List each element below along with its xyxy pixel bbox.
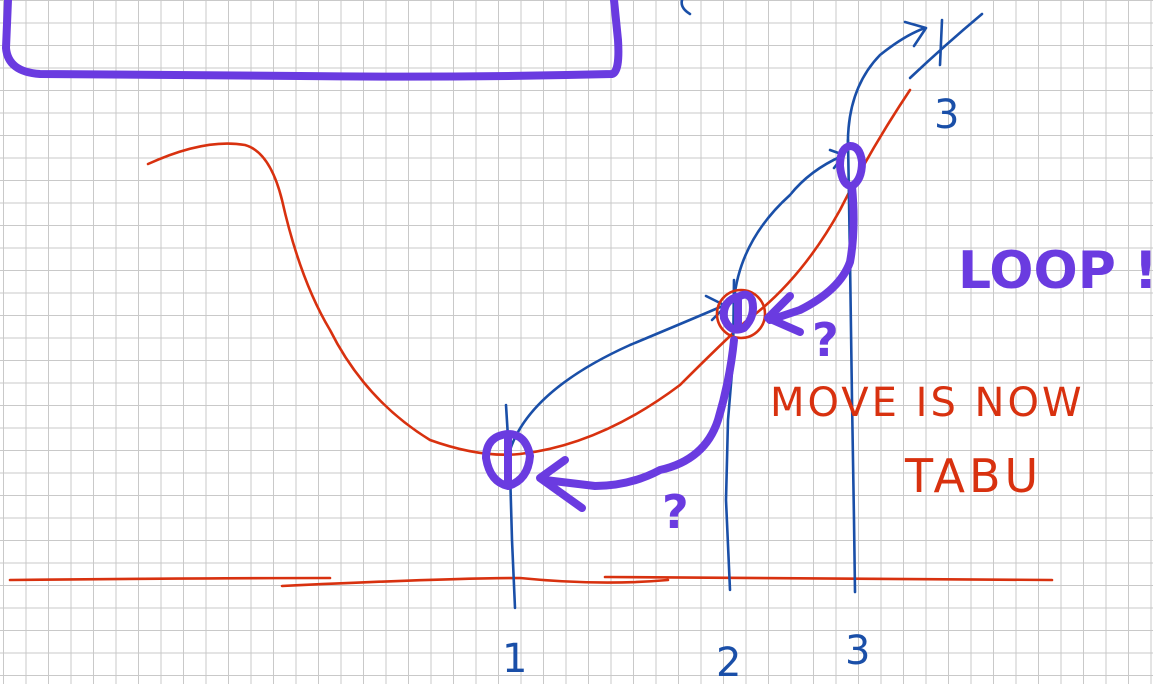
vertical-line-2 (724, 278, 736, 592)
blue-top-fragment (680, 0, 692, 16)
move-arc-3-out (846, 26, 927, 152)
loop-label: LOOP ! (958, 241, 1153, 301)
point-1-marker (482, 430, 534, 490)
backtrack-arrow-3-to-2 (766, 182, 858, 324)
move-arc-1-to-2 (508, 303, 727, 452)
axis-label-1: 1 (502, 636, 527, 682)
tabu-point-circle (715, 288, 767, 340)
move-tabu-line1: MOVE IS NOW (770, 380, 1085, 426)
axis-label-2: 2 (716, 640, 741, 684)
cost-function-curve (146, 88, 912, 457)
top-label-3: 3 (934, 92, 959, 138)
blocked-move-cross (908, 12, 984, 80)
purple-box-outline (2, 0, 623, 81)
point-3-marker (836, 142, 866, 190)
axis-label-3: 3 (845, 628, 870, 674)
backtrack-arrow-2-to-1 (541, 336, 738, 490)
move-arrowhead-out (903, 20, 928, 48)
question-mark-lower: ? (662, 485, 689, 539)
backtrack-arrowhead-1 (536, 456, 586, 512)
point-2-marker (719, 290, 757, 334)
move-tabu-line2: TABU (904, 449, 1042, 503)
backtrack-arrowhead-2 (764, 292, 804, 336)
x-axis-line (8, 575, 1054, 588)
vertical-line-3 (846, 138, 857, 594)
question-mark-upper: ? (812, 313, 839, 367)
move-arc-2-to-3 (732, 154, 844, 302)
